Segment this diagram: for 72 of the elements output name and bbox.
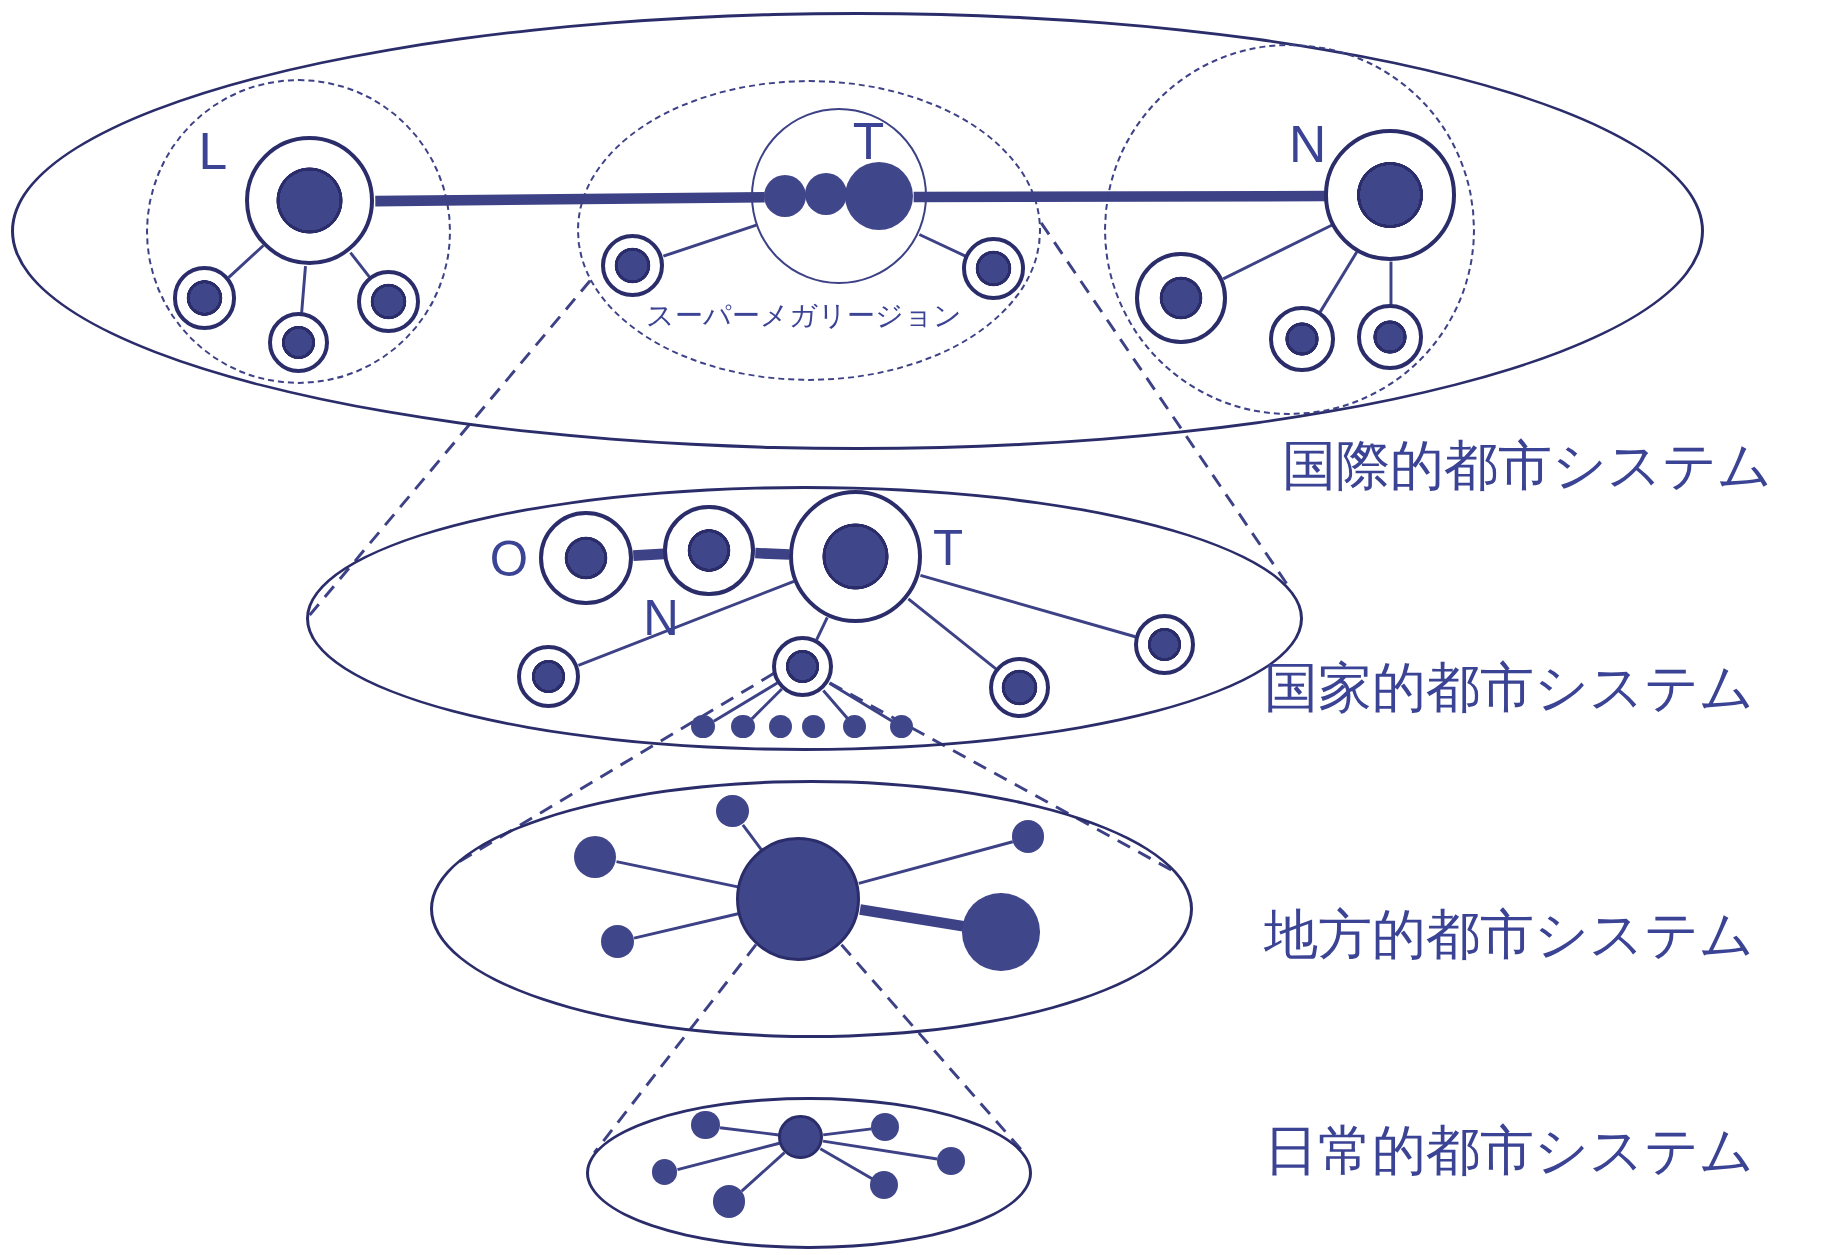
city-dot [1011,820,1045,854]
connector-line [300,265,307,314]
connector-line [822,1127,872,1137]
thick-connector [632,548,665,561]
city-dot [763,174,806,218]
connector-line [1318,251,1359,313]
city-label: N [1289,118,1327,171]
city-label: T [933,522,964,572]
city-dot [869,1171,898,1200]
thick-connector [859,904,965,932]
connector-line [633,912,739,940]
city-dot [801,714,826,739]
connector-line [1222,223,1333,281]
city-dot [768,714,793,739]
city-dot [651,1159,678,1186]
city-circle [750,108,927,284]
system-label: 国家的都市システム [1264,661,1755,716]
city-dot [889,714,914,739]
system-ellipse [586,1096,1033,1250]
connector-line [741,823,763,851]
connector-line [822,689,849,720]
connector-line [750,687,783,720]
connector-line [616,860,739,889]
city-dot [870,1112,900,1141]
city-label: N [643,592,679,643]
city-label: O [489,534,529,584]
connector-line [819,1147,873,1180]
region-label: スーパーメガリージョン [646,301,963,330]
connector-line [713,681,778,723]
connector-line [349,251,372,279]
connector-line [740,1151,786,1193]
thick-connector [913,190,1326,203]
connector-line [662,223,757,258]
city-label: T [852,116,885,168]
city-dot [601,924,634,958]
city-dot [731,714,755,739]
city-dot [778,1114,823,1160]
city-ring [172,266,236,330]
system-label: 国際的都市システム [1281,438,1772,493]
city-dot [716,794,749,828]
connector-line [1389,261,1393,305]
connector-line [918,233,967,258]
city-ring [961,237,1026,301]
city-ring [356,269,421,334]
city-dot [574,835,617,878]
city-label: L [198,125,228,178]
city-dot [712,1185,746,1219]
city-dot [691,1111,720,1140]
connector-line [815,616,829,641]
city-dot [936,1146,965,1175]
connector-line [920,574,1136,639]
city-dot [691,714,715,739]
region-boundary [1104,44,1475,415]
thick-connector [375,192,765,207]
region-boundary [146,79,451,385]
city-dot [842,714,867,739]
connector-line [227,244,265,279]
connector-line [828,681,893,723]
system-ellipse [430,779,1193,1038]
city-ring [772,636,834,698]
system-label: 地方的都市システム [1264,907,1755,962]
zoom-line [593,943,758,1154]
region-boundary [576,80,1041,381]
city-dot [804,172,847,215]
connector-line [677,1141,780,1172]
connector-line [719,1126,780,1137]
connector-line [858,840,1014,885]
thick-connector [755,547,790,560]
connector-line [577,580,795,667]
connector-line [822,1139,938,1161]
system-label: 日常的都市システム [1264,1123,1755,1178]
connector-line [907,597,998,671]
